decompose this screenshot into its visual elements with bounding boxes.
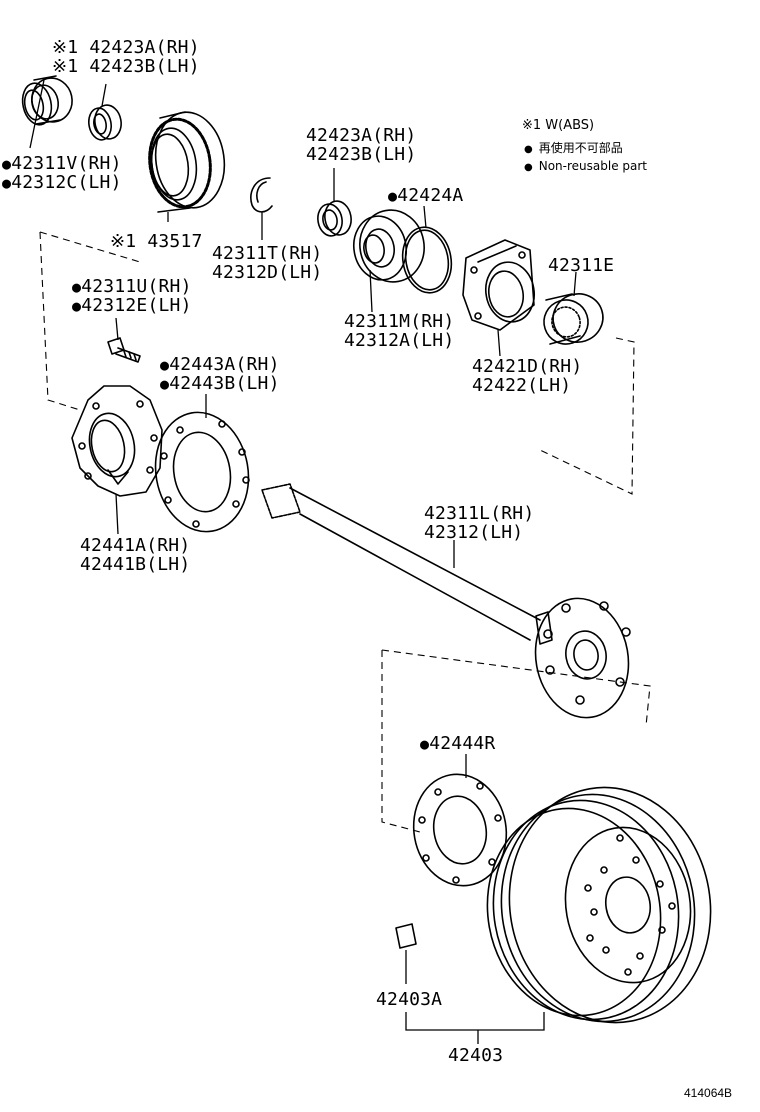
- callout-19: 42443B(LH): [160, 374, 280, 394]
- callout-3-text: 42311V(RH): [11, 153, 122, 174]
- callout-8-text: 42424A: [397, 185, 464, 206]
- legend-nonreusable-en-text: Non-reusable part: [538, 159, 648, 173]
- brake-drum-part: [486, 786, 712, 1024]
- hub-gasket-part: [412, 773, 508, 887]
- callout-20: 42441A(RH): [80, 535, 191, 556]
- callout-14: 42421D(RH): [472, 356, 583, 377]
- callout-4-text: 42312C(LH): [11, 172, 122, 193]
- callout-17: 42312E(LH): [72, 296, 192, 316]
- callout-1: ※1 42423A(RH): [52, 37, 200, 58]
- snap-ring-part: [250, 177, 273, 213]
- callout-16-text: 42311U(RH): [81, 276, 192, 297]
- drawing-code: 414064B: [684, 1086, 733, 1100]
- callout-13: 42312A(LH): [344, 330, 455, 351]
- callout-6: 42423A(RH): [306, 125, 417, 146]
- callout-22: 42311L(RH): [424, 503, 535, 524]
- callout-26: 42403: [448, 1045, 504, 1066]
- axle-bearing-part: [352, 209, 425, 283]
- callout-9: 42311T(RH): [212, 243, 323, 264]
- callout-12: 42311M(RH): [344, 311, 455, 332]
- legend-abs: ※1 W(ABS): [522, 118, 595, 133]
- callout-4: 42312C(LH): [2, 173, 122, 193]
- o-ring-part: [401, 226, 453, 294]
- callout-25: 42403A: [376, 989, 443, 1010]
- gasket-part: [154, 411, 250, 533]
- callout-18: 42443A(RH): [160, 355, 280, 375]
- callout-7: 42423B(LH): [306, 144, 417, 165]
- callout-5: ※1 43517: [110, 231, 203, 252]
- callout-24-text: 42444R: [429, 733, 496, 754]
- bearing-ring-part: [88, 104, 122, 141]
- legend-nonreusable-cn-text: 再使用不可部品: [538, 141, 623, 155]
- bearing-case-part: [462, 239, 536, 331]
- axle-shaft-part: [261, 483, 631, 719]
- hub-bolt-part: [107, 337, 141, 363]
- callout-3: 42311V(RH): [2, 154, 122, 174]
- callout-16: 42311U(RH): [72, 277, 192, 297]
- callout-15: 42422(LH): [472, 375, 572, 396]
- callout-24: 42444R: [420, 734, 495, 754]
- callout-11: 42311E: [548, 255, 615, 276]
- callout-18-text: 42443A(RH): [169, 354, 280, 375]
- callout-23: 42312(LH): [424, 522, 524, 543]
- hole-plug-part: [395, 923, 417, 949]
- callout-21: 42441B(LH): [80, 554, 191, 575]
- callout-8: 42424A: [388, 186, 463, 206]
- callout-10: 42312D(LH): [212, 262, 323, 283]
- callout-19-text: 42443B(LH): [169, 373, 280, 394]
- backing-plate-part: [71, 385, 163, 497]
- inner-ring-part: [317, 200, 352, 237]
- abs-rotor-gear-part: [148, 111, 226, 213]
- oil-seal-part: [21, 75, 73, 126]
- legend-nonreusable-en: Non-reusable part: [524, 158, 647, 176]
- callout-17-text: 42312E(LH): [81, 295, 192, 316]
- rear-seal-part: [543, 293, 604, 345]
- legend-nonreusable-cn: 再使用不可部品: [524, 140, 623, 158]
- callout-2: ※1 42423B(LH): [52, 56, 200, 77]
